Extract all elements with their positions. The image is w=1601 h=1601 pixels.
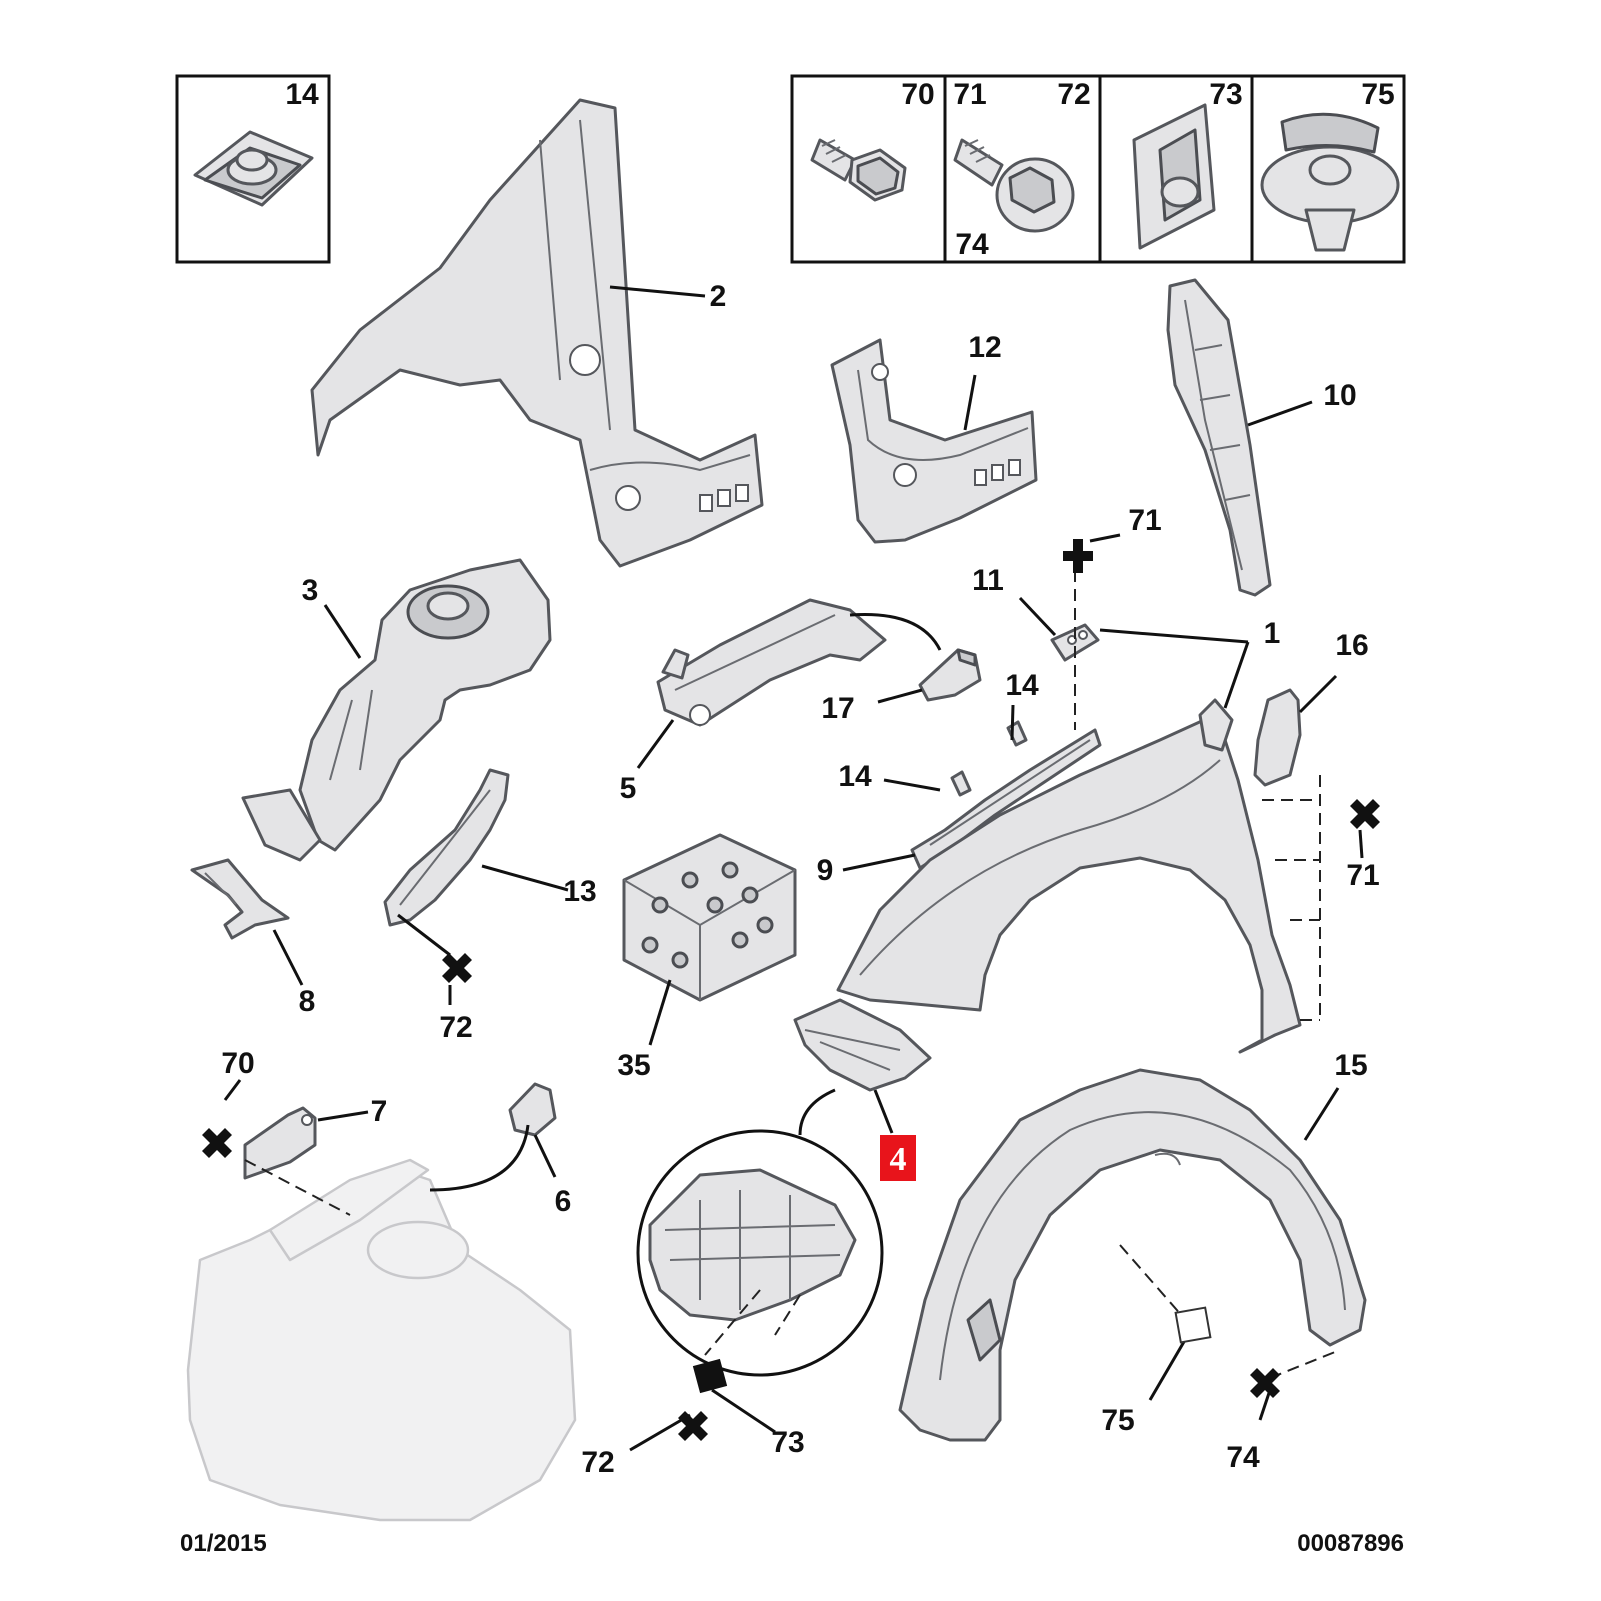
inset-70-label: 70 <box>901 78 934 111</box>
part-15-wheel-arch-liner <box>898 1068 1367 1442</box>
inset-71-label: 71 <box>953 78 986 111</box>
detail-circle-part-4 <box>636 1129 884 1377</box>
callout-10: 10 <box>1323 379 1356 412</box>
inset-75-label: 75 <box>1361 78 1394 111</box>
cross-marker-74 <box>1250 1368 1280 1398</box>
part-16-trim <box>1253 688 1302 787</box>
callout-11: 11 <box>972 564 1004 597</box>
part-6-bracket <box>508 1082 557 1137</box>
cross-marker-70 <box>202 1128 232 1158</box>
callout-labels: 2 12 10 3 11 71 1 16 17 14 14 5 9 71 13 … <box>221 280 1379 1479</box>
callout-5: 5 <box>620 772 637 805</box>
callout-16: 16 <box>1335 629 1368 662</box>
flange-bolt-icon <box>953 138 1075 233</box>
bolt-icon <box>810 138 907 202</box>
callout-1: 1 <box>1264 617 1281 650</box>
callout-70: 70 <box>221 1047 254 1080</box>
push-rivet-icon <box>1260 112 1400 252</box>
clip-nut-icon <box>1132 103 1216 250</box>
callout-71-right: 71 <box>1346 859 1379 892</box>
assembly-lines <box>244 570 1341 1379</box>
callout-4-highlight: 4 <box>880 1135 916 1181</box>
part-1-front-fender <box>836 698 1302 1054</box>
callout-2: 2 <box>710 280 727 313</box>
callout-8: 8 <box>299 985 316 1018</box>
part-2-a-pillar <box>310 98 764 568</box>
footer-date: 01/2015 <box>180 1530 267 1557</box>
inset-14-label: 14 <box>285 78 319 111</box>
callout-35: 35 <box>617 1049 650 1082</box>
part-13-brace <box>383 768 510 927</box>
callout-13: 13 <box>563 875 596 908</box>
cross-marker-71-top <box>1063 539 1093 573</box>
callout-17: 17 <box>821 692 854 725</box>
leader-lines <box>223 285 1364 1452</box>
callout-14-a: 14 <box>1005 669 1039 702</box>
callout-75: 75 <box>1101 1404 1134 1437</box>
part-5-upper-rail <box>656 598 887 727</box>
callout-73: 73 <box>771 1426 804 1459</box>
callout-3: 3 <box>302 574 319 607</box>
part-35-fastener-kit <box>622 833 797 1002</box>
square-marker-73 <box>692 1358 728 1394</box>
part-7-bracket <box>243 1106 317 1180</box>
cross-marker-72-bottom <box>678 1411 708 1441</box>
part-17-angle-bracket <box>918 648 982 702</box>
part-12-bracket <box>830 338 1038 544</box>
callout-72-bottom: 72 <box>581 1446 614 1479</box>
part-10-seal-strip <box>1166 278 1272 597</box>
callout-72-left: 72 <box>439 1011 472 1044</box>
callout-7: 7 <box>371 1095 388 1128</box>
inset-72-label: 72 <box>1057 78 1090 111</box>
cross-marker-71-right <box>1350 799 1380 829</box>
inset-14: 14 <box>175 74 331 264</box>
callout-12: 12 <box>968 331 1001 364</box>
part-8-bracket <box>190 858 290 940</box>
callout-6: 6 <box>555 1185 572 1218</box>
body-structure-ghost <box>186 1158 577 1522</box>
cross-markers <box>202 539 1380 1441</box>
footer-reference: 00087896 <box>1297 1530 1404 1557</box>
nut-plate-icon <box>193 130 314 207</box>
part-3-strut-tower <box>241 558 552 862</box>
callout-71-top: 71 <box>1128 504 1161 537</box>
inset-fasteners: 70 71 72 74 73 75 <box>790 74 1406 264</box>
inset-73-label: 73 <box>1209 78 1242 111</box>
square-marker-75 <box>1174 1306 1212 1344</box>
callout-4: 4 <box>890 1141 907 1178</box>
part-4-bumper-guide <box>793 998 932 1092</box>
cross-marker-72-left <box>442 953 472 983</box>
callout-74: 74 <box>1226 1441 1260 1474</box>
callout-14-b: 14 <box>838 760 872 793</box>
callout-15: 15 <box>1334 1049 1367 1082</box>
callout-9: 9 <box>817 854 834 887</box>
inset-74-label: 74 <box>955 228 989 261</box>
